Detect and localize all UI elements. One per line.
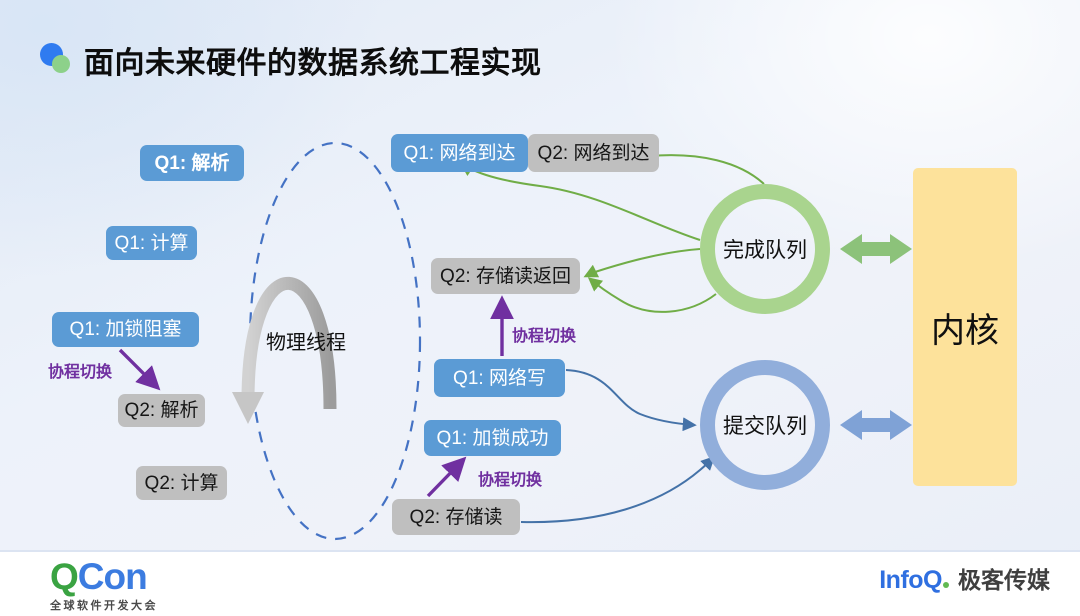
completion-arrow-to-q1-net-arrive: [459, 162, 701, 241]
node-q1-net-arrive[interactable]: Q1: 网络到达: [391, 134, 528, 172]
submission-queue-ring[interactable]: 提交队列: [700, 360, 830, 490]
node-q1-compute[interactable]: Q1: 计算: [106, 226, 197, 260]
node-label: Q1: 网络到达: [403, 142, 516, 164]
physical-thread-label: 物理线程: [266, 332, 346, 354]
completion-arrow-long-lower: [587, 277, 717, 313]
node-label: Q2: 网络到达: [537, 142, 650, 164]
slide-footer: QCon 全球软件开发大会 InfoQ 极客传媒: [0, 550, 1080, 616]
submission-arrow-from-store-read: [520, 456, 715, 524]
submission-queue-label: 提交队列: [723, 415, 807, 438]
submission-kernel-double-arrow: [840, 410, 912, 440]
node-q1-net-write[interactable]: Q1: 网络写: [434, 359, 565, 397]
node-label: Q1: 解析: [154, 152, 230, 174]
node-label: Q2: 解析: [124, 400, 199, 421]
infoq-chinese-name: 极客传媒: [958, 567, 1050, 593]
qcon-con-letters: Con: [77, 556, 148, 597]
node-q2-compute[interactable]: Q2: 计算: [136, 466, 227, 500]
node-label: Q2: 存储读返回: [440, 265, 571, 287]
coroutine-switch-label-lower: 协程切换: [478, 472, 543, 489]
qcon-wordmark: QCon: [50, 558, 158, 595]
submission-arrow-from-net-write: [565, 369, 697, 432]
coroutine-switch-label-left: 协程切换: [48, 364, 113, 381]
completion-arrow-to-q2-store-return: [583, 248, 701, 278]
node-q2-store-return[interactable]: Q2: 存储读返回: [431, 258, 580, 294]
bullet-green-dot-icon: [52, 55, 70, 73]
thread-loop-arrowhead: [232, 392, 264, 424]
node-label: Q1: 加锁成功: [436, 427, 549, 449]
node-label: Q1: 网络写: [453, 367, 546, 389]
diagram-vector-layer: [118, 141, 912, 541]
node-label: Q2: 计算: [144, 472, 219, 494]
node-q1-lock-ok[interactable]: Q1: 加锁成功: [424, 420, 561, 456]
coroutine-switch-label-mid: 协程切换: [512, 328, 577, 345]
node-label: Q2: 存储读: [409, 506, 503, 528]
completion-queue-label: 完成队列: [723, 239, 807, 262]
infoq-word-text: InfoQ: [879, 566, 942, 594]
qcon-logo: QCon 全球软件开发大会: [50, 558, 158, 613]
kernel-label: 内核: [931, 311, 999, 350]
diagram-canvas: 内核 完成队列 提交队列 Q1: 解析 Q1: 计算 Q1: 加锁阻塞 Q2: …: [0, 104, 1080, 550]
thread-loop-arrow: [241, 276, 337, 410]
title-bullet-icon: [40, 43, 74, 73]
node-q2-parse[interactable]: Q2: 解析: [118, 394, 205, 427]
node-q1-lock-block[interactable]: Q1: 加锁阻塞: [52, 312, 199, 347]
infoq-logo: InfoQ 极客传媒: [879, 568, 1050, 593]
coroutine-arrow-left: [118, 348, 161, 391]
kernel-block: 内核: [913, 168, 1017, 486]
node-q2-net-arrive[interactable]: Q2: 网络到达: [528, 134, 659, 172]
node-q1-parse[interactable]: Q1: 解析: [140, 145, 244, 181]
node-label: Q1: 加锁阻塞: [69, 319, 182, 340]
coroutine-arrow-lower: [426, 456, 467, 498]
slide-header: 面向未来硬件的数据系统工程实现: [0, 0, 1080, 104]
qcon-subtitle: 全球软件开发大会: [50, 600, 158, 612]
qcon-q-letter: Q: [50, 556, 79, 597]
page-title: 面向未来硬件的数据系统工程实现: [84, 47, 542, 80]
infoq-dot-icon: [943, 582, 949, 588]
completion-kernel-double-arrow: [840, 234, 912, 264]
node-q2-store-read[interactable]: Q2: 存储读: [392, 499, 520, 535]
node-label: Q1: 计算: [114, 232, 189, 254]
completion-queue-ring[interactable]: 完成队列: [700, 184, 830, 314]
infoq-wordmark: InfoQ: [879, 568, 949, 593]
